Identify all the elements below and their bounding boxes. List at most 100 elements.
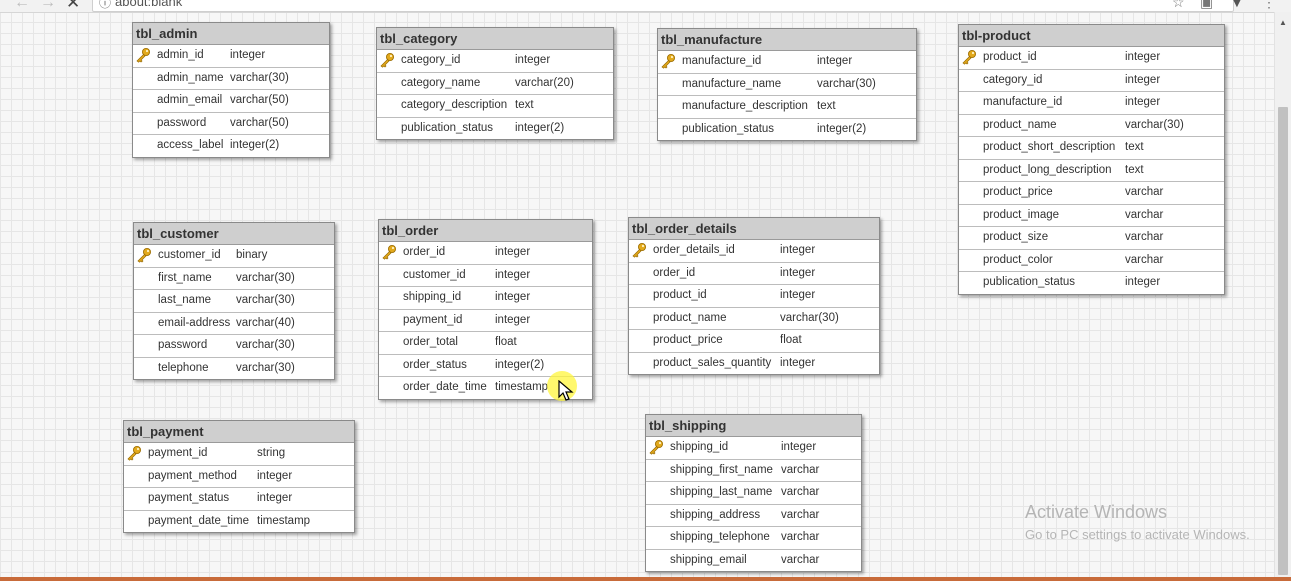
back-arrow-icon[interactable]: ←	[14, 0, 30, 11]
column-type: integer(2)	[230, 139, 280, 151]
vertical-scrollbar[interactable]: ▲	[1274, 12, 1291, 578]
table-header[interactable]: tbl_admin	[133, 23, 329, 45]
scrollbar-thumb[interactable]	[1278, 107, 1288, 575]
column-type: varchar(30)	[780, 311, 839, 324]
table-header[interactable]: tbl_category	[377, 28, 613, 50]
column-type: text	[817, 100, 836, 112]
column-name: category_id	[401, 54, 461, 66]
star-icon[interactable]: ☆	[1172, 0, 1185, 10]
table-header[interactable]: tbl_order	[379, 220, 592, 242]
table-header[interactable]: tbl_customer	[134, 223, 334, 245]
column-name: admin_name	[157, 71, 224, 84]
address-bar[interactable]: ⓘ about:blank	[92, 0, 1234, 12]
table-header[interactable]: tbl_manufacture	[658, 29, 916, 51]
table-header[interactable]: tbl_payment	[124, 421, 354, 443]
menu-icon[interactable]: ⋮	[1262, 0, 1276, 10]
column-type: integer	[1125, 51, 1161, 63]
column-row[interactable]: password varchar(50)	[133, 113, 329, 135]
info-icon[interactable]: ⓘ	[99, 0, 112, 10]
stop-icon[interactable]: ✕	[66, 0, 81, 12]
column-name: payment_id	[148, 447, 208, 459]
scroll-up-arrow-icon[interactable]: ▲	[1279, 18, 1287, 27]
column-type: varchar(50)	[230, 116, 289, 129]
table-header[interactable]: tbl-product	[959, 25, 1224, 47]
pocket-icon[interactable]: ▼	[1230, 0, 1244, 10]
column-type: varchar	[1125, 253, 1164, 266]
column-type: varchar(30)	[817, 77, 876, 90]
forward-arrow-icon[interactable]: →	[40, 0, 56, 11]
column-type: integer	[257, 469, 293, 482]
column-name: shipping_id	[670, 441, 729, 453]
column-type: varchar(30)	[236, 271, 295, 284]
column-type: integer	[495, 268, 531, 281]
extension-icon[interactable]: ▣	[1200, 0, 1214, 10]
column-name: order_total	[403, 336, 458, 348]
column-name: publication_status	[401, 121, 494, 134]
table-header[interactable]: tbl_shipping	[646, 415, 861, 437]
column-name: password	[157, 116, 207, 129]
table-header[interactable]: tbl_order_details	[629, 218, 879, 240]
